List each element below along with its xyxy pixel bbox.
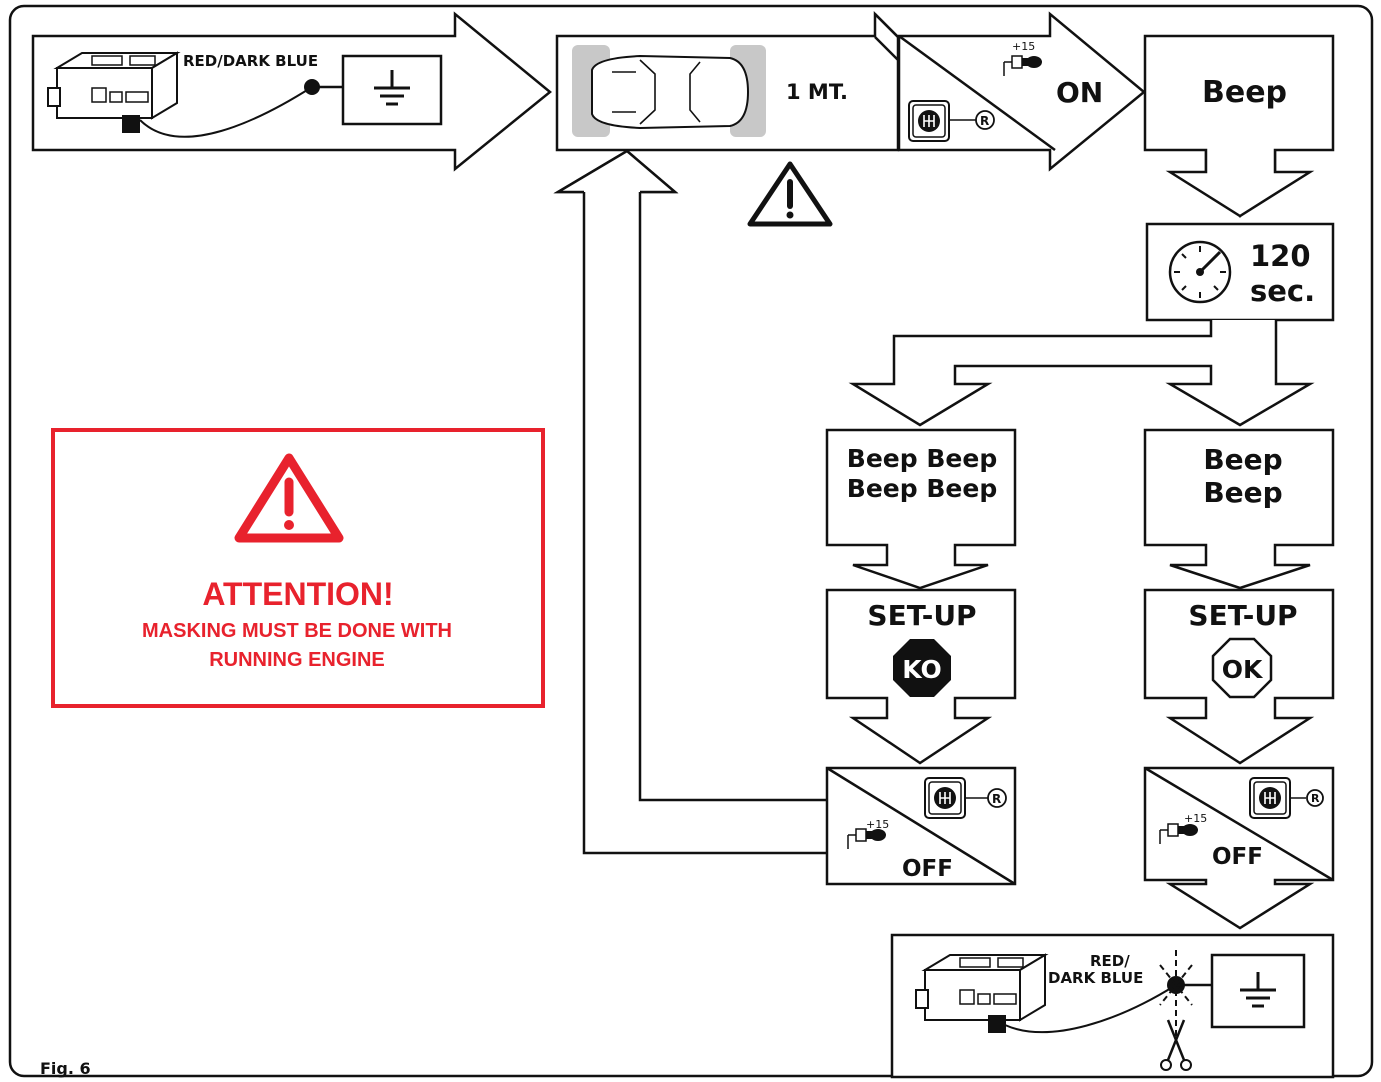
- ko-octagon-icon: [893, 639, 951, 697]
- stopwatch-icon: [1168, 240, 1232, 304]
- warning-icon: [747, 161, 833, 227]
- timer-unit: sec.: [1250, 274, 1315, 308]
- ko-beep-box: [825, 428, 1017, 590]
- control-unit-icon: [915, 954, 1046, 1021]
- gearbox-icon: [924, 777, 966, 819]
- attention-notice: ATTENTION! MASKING MUST BE DONE WITH RUN…: [51, 428, 545, 708]
- step1-ground-connection: RED/DARK BLUE: [31, 11, 552, 172]
- ok-beep-line2: Beep: [1203, 476, 1282, 509]
- ko-reverse-gear-label: R: [992, 792, 1001, 806]
- gearbox-icon: [1249, 777, 1291, 819]
- distance-label: 1 MT.: [786, 80, 848, 104]
- ko-setup-label: SET-UP: [867, 599, 976, 632]
- final-step-cut-wire: RED/ DARK BLUE: [890, 933, 1335, 1079]
- return-arrow-inner: [553, 149, 827, 855]
- ok-ignition-label: +15: [1184, 812, 1207, 825]
- ko-branch: Beep Beep Beep Beep SET-UP KO R +15 OFF: [825, 428, 1017, 886]
- car-top-view-icon: [572, 45, 766, 137]
- scissors-icon: [1160, 1019, 1192, 1071]
- outer-frame: [8, 4, 1374, 1078]
- split-arrows: [848, 320, 1315, 427]
- timer-step: 120 sec.: [1145, 222, 1335, 322]
- ok-beep-line1: Beep: [1203, 443, 1282, 476]
- timer-value: 120: [1250, 239, 1311, 273]
- beep-label: Beep: [1202, 75, 1287, 110]
- step3-ignition-on: +15 R ON: [897, 11, 1146, 172]
- control-unit-icon: [47, 52, 178, 119]
- ko-beep-line2: Beep Beep: [847, 474, 997, 503]
- ignition-state-on: ON: [1056, 76, 1103, 109]
- ok-setup-label: SET-UP: [1188, 599, 1297, 632]
- ko-ignition-off-step: R +15 OFF: [825, 766, 1017, 886]
- final-wire-label-line1: RED/: [1090, 952, 1130, 970]
- return-arrow-head: [553, 149, 679, 194]
- step2-vehicle-position: 1 MT.: [555, 10, 900, 152]
- ok-branch: Beep Beep SET-UP OK R +15 OFF: [1143, 428, 1335, 930]
- ko-ignition-label: +15: [866, 818, 889, 831]
- ok-beep-box: [1143, 428, 1335, 590]
- step3-arrow-box: [897, 11, 1146, 172]
- attention-title: ATTENTION!: [202, 576, 393, 612]
- attention-line2: RUNNING ENGINE: [209, 649, 385, 671]
- reverse-gear-label: R: [980, 114, 989, 128]
- ko-beep-line1: Beep Beep: [847, 444, 997, 473]
- attention-warning-icon: [234, 453, 344, 543]
- ok-octagon-icon: [1211, 637, 1273, 699]
- ok-reverse-gear-label: R: [1311, 792, 1320, 805]
- attention-line1: MASKING MUST BE DONE WITH: [142, 620, 452, 642]
- wire-label: RED/DARK BLUE: [183, 52, 318, 70]
- cut-mark-icon: [1159, 950, 1193, 1040]
- ok-result-label: OK: [1222, 655, 1264, 684]
- figure-label: Fig. 6: [40, 1059, 91, 1078]
- ko-result-label: KO: [902, 655, 942, 684]
- final-wire-label-line2: DARK BLUE: [1048, 969, 1143, 987]
- ko-ignition-state-off: OFF: [902, 856, 953, 882]
- gearbox-icon: [908, 100, 950, 142]
- ignition-label: +15: [1012, 40, 1035, 53]
- ok-ignition-state-off: OFF: [1212, 844, 1263, 870]
